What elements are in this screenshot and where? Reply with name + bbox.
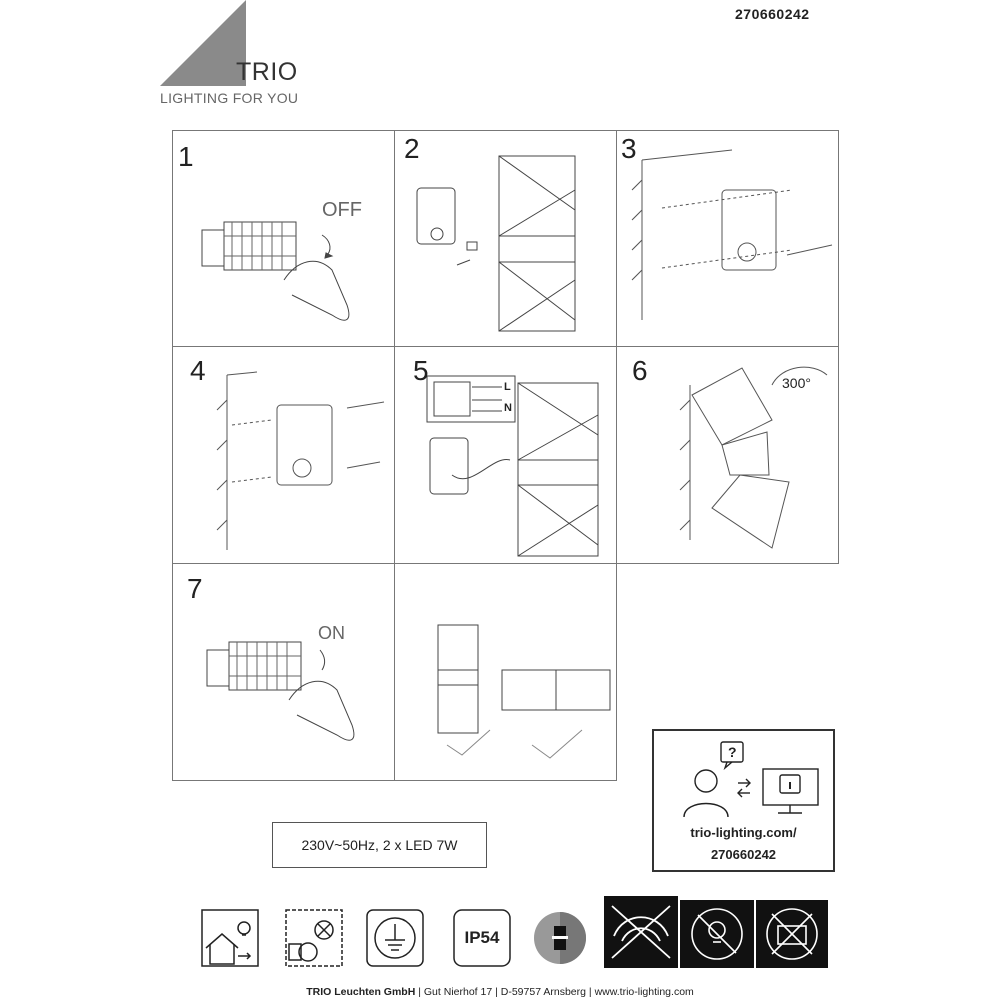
no-dimmer-icon xyxy=(604,896,678,968)
replaceable-lamp-icon xyxy=(285,909,343,967)
instruction-grid: OFF xyxy=(172,130,839,781)
terminal-label-l: L xyxy=(504,381,511,393)
spec-box: 230V~50Hz, 2 x LED 7W xyxy=(272,822,487,868)
footer-website[interactable]: www.trio-lighting.com xyxy=(594,986,694,998)
protective-earth-icon xyxy=(366,909,424,967)
step-5-illustration xyxy=(426,375,599,557)
document-number: 270660242 xyxy=(735,6,810,22)
rotation-label: 300° xyxy=(782,375,811,391)
mounting-positions-illustration xyxy=(437,624,611,759)
svg-text:?: ? xyxy=(728,744,737,760)
logo-triangle-icon xyxy=(160,0,246,86)
ip-rating-label: IP54 xyxy=(464,928,500,947)
no-household-waste-icon xyxy=(756,900,828,968)
step-number-4: 4 xyxy=(190,355,206,386)
step-7-illustration xyxy=(206,641,355,741)
footer-city: D-59757 Arnsberg xyxy=(500,986,586,998)
person-icon xyxy=(694,769,718,793)
support-url-line1[interactable]: trio-lighting.com/ xyxy=(690,825,797,840)
footer: TRIO Leuchten GmbH | Gut Nierhof 17 | D-… xyxy=(306,986,694,998)
step-6-illustration xyxy=(679,366,828,549)
step-number-5: 5 xyxy=(413,355,429,386)
light-direction-icon xyxy=(534,912,586,964)
spec-text: 230V~50Hz, 2 x LED 7W xyxy=(301,837,458,853)
trio-logo xyxy=(160,0,246,86)
terminal-label-n: N xyxy=(504,402,512,414)
info-bubble-icon xyxy=(779,774,801,794)
support-illustration: ? xyxy=(683,741,819,817)
off-label: OFF xyxy=(322,199,362,221)
indoor-outdoor-icon xyxy=(201,909,259,967)
step-1-illustration xyxy=(201,221,350,321)
step-2-illustration xyxy=(416,155,576,332)
footer-company: TRIO Leuchten GmbH xyxy=(306,986,416,998)
brand-tagline: LIGHTING FOR YOU xyxy=(160,90,299,106)
step-number-2: 2 xyxy=(404,133,420,164)
ip-rating-icon: IP54 xyxy=(452,908,512,968)
support-box: ? trio-lighting.com/ 270660242 xyxy=(652,729,835,872)
brand-name: TRIO xyxy=(236,58,298,86)
step-3-illustration xyxy=(631,149,833,320)
step-number-1: 1 xyxy=(178,141,194,172)
step-4-illustration xyxy=(216,371,385,550)
footer-address: Gut Nierhof 17 xyxy=(423,986,493,998)
led-not-replaceable-icon xyxy=(680,900,754,968)
step-number-3: 3 xyxy=(621,133,637,164)
support-url-line2[interactable]: 270660242 xyxy=(710,847,777,862)
step-number-7: 7 xyxy=(187,573,203,604)
step-number-6: 6 xyxy=(632,355,648,386)
question-bubble-icon xyxy=(720,741,744,763)
on-label: ON xyxy=(318,623,345,643)
